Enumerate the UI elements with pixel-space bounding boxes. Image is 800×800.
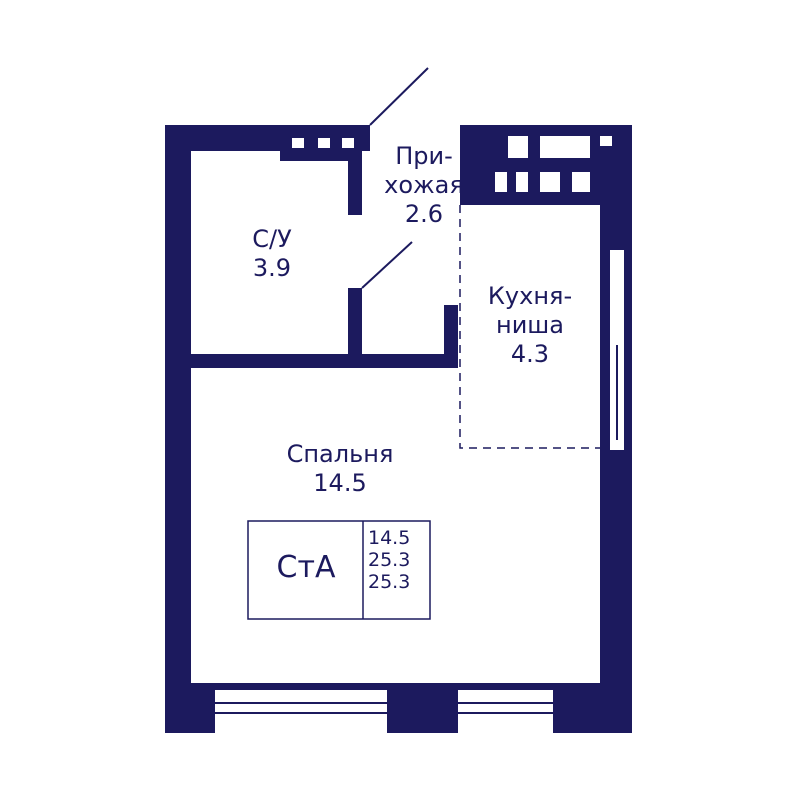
hallway-area: 2.6	[404, 199, 444, 228]
kitchen-label: Кухня- ниша 4.3	[472, 282, 588, 368]
vent-2	[318, 138, 330, 148]
kitchen-duct-block	[460, 125, 486, 205]
duct-cell-7	[572, 172, 590, 192]
bathroom-door-leaf	[361, 241, 413, 289]
right-window-pane	[612, 262, 622, 277]
hallway-name-line2: хожая	[384, 170, 464, 199]
duct-cell-2	[540, 136, 590, 158]
area-badge-outer	[247, 520, 431, 620]
bathroom-area: 3.9	[252, 253, 292, 282]
bedroom-name: Спальня	[286, 440, 394, 468]
kitchen-niche-boundary	[459, 205, 600, 449]
doors	[361, 67, 429, 289]
bedroom-area: 14.5	[313, 468, 367, 497]
bathroom-name: С/У	[252, 225, 292, 253]
outer-wall-top-left	[165, 125, 370, 151]
living-area-value: 14.5	[368, 527, 411, 549]
bathroom-wall-top	[280, 151, 362, 161]
bedroom-label: Спальня 14.5	[260, 440, 420, 498]
kitchen-area: 4.3	[510, 339, 550, 368]
hallway-name-line1: При-	[395, 142, 453, 170]
window-lines	[215, 345, 618, 714]
area-badge-values: 14.5 25.3 25.3	[368, 527, 428, 594]
walls	[165, 125, 632, 733]
full-area-value: 25.3	[368, 570, 411, 593]
kitchen-name-line2: ниша	[496, 310, 564, 339]
outer-wall-right-window-outer	[624, 248, 632, 460]
duct-cell-4	[495, 172, 507, 192]
hallway-wall-right	[444, 305, 458, 368]
bathroom-wall-door-jamb-bottom	[348, 288, 362, 358]
duct-cell-3	[600, 136, 612, 146]
wall-details	[215, 136, 622, 733]
kitchen-name-line1: Кухня-	[487, 282, 573, 310]
duct-cell-1	[508, 136, 528, 158]
bottom-window-left	[215, 690, 387, 733]
vent-1	[292, 138, 304, 148]
right-window-pane-2	[612, 288, 622, 300]
hallway-label: При- хожая 2.6	[380, 142, 468, 228]
vent-3	[342, 138, 354, 148]
bottom-window-right	[458, 690, 553, 733]
outer-wall-right-window-frame	[600, 248, 610, 450]
right-window-pane-3	[612, 312, 622, 324]
bathroom-wall-bottom	[191, 354, 458, 368]
kitchen-niche-outline	[459, 205, 600, 449]
bathroom-label: С/У 3.9	[232, 225, 312, 283]
duct-cell-6	[540, 172, 560, 192]
outer-wall-right-lower	[600, 450, 632, 733]
duct-cell-5	[516, 172, 528, 192]
total-area-value: 25.3	[368, 548, 411, 571]
entrance-door-leaf	[369, 67, 429, 126]
apartment-type-code: СтА	[276, 550, 336, 585]
bathroom-wall-door-jamb-top	[348, 151, 362, 215]
area-badge-frame	[247, 520, 431, 620]
outer-wall-left	[165, 125, 191, 733]
